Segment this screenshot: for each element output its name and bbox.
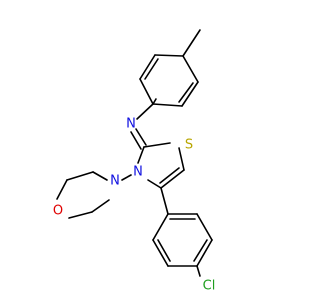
- bond: [160, 187, 169, 215]
- bond: [178, 82, 194, 103]
- bond: [130, 131, 142, 150]
- bond: [152, 98, 157, 105]
- bond: [152, 103, 183, 107]
- bond: [181, 81, 199, 107]
- bond: [159, 167, 180, 184]
- bond: [196, 213, 213, 241]
- bond: [178, 147, 185, 171]
- imine-nitrogen-atom: N: [126, 117, 136, 132]
- bond: [121, 174, 132, 181]
- bonds: [56, 29, 213, 277]
- bond: [182, 29, 201, 57]
- bond: [91, 199, 110, 213]
- morpholine-nitrogen-atom: N: [110, 174, 120, 189]
- bond: [157, 239, 171, 262]
- molecule-drawing: S N N N O Cl: [53, 29, 215, 294]
- bond: [135, 128, 147, 146]
- bond: [139, 78, 154, 105]
- bond: [196, 239, 213, 267]
- bond: [137, 146, 145, 164]
- bond: [147, 179, 162, 189]
- sulfur-atom: S: [185, 138, 193, 153]
- bond: [139, 54, 156, 80]
- bond: [66, 171, 94, 181]
- bond: [154, 54, 184, 57]
- bond: [144, 58, 159, 80]
- bond: [152, 213, 169, 241]
- atom-labels: S N N N O Cl: [53, 117, 215, 294]
- bond: [182, 55, 199, 83]
- bond: [143, 142, 171, 148]
- chlorine-atom: Cl: [203, 279, 216, 294]
- bond: [56, 179, 68, 200]
- ring-nitrogen-atom: N: [133, 165, 143, 180]
- bond: [136, 103, 154, 120]
- bond: [160, 169, 185, 189]
- morpholine-oxygen-atom: O: [53, 204, 63, 219]
- bond: [196, 265, 201, 277]
- bond: [68, 211, 93, 219]
- bond: [152, 239, 169, 267]
- bond: [92, 171, 108, 181]
- structure-canvas: S N N N O Cl: [52, 29, 216, 294]
- bond: [193, 239, 208, 262]
